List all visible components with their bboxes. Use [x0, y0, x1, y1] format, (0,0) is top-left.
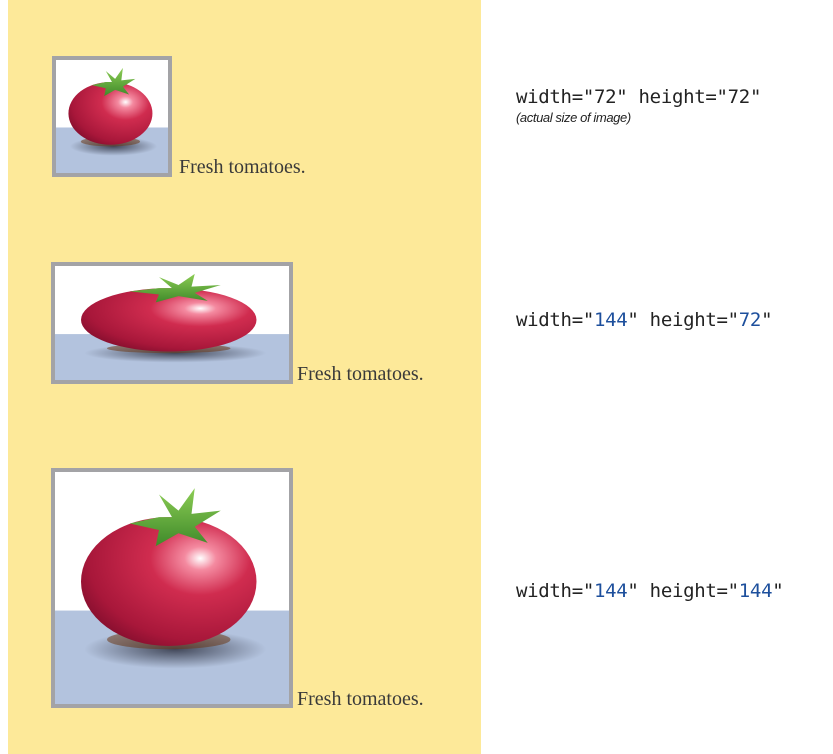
- attr-text: " height=": [627, 580, 739, 602]
- image-size-panel: Fresh tomatoes. Fresh tomatoes. Fresh to…: [8, 0, 481, 754]
- width-value: 144: [593, 309, 628, 331]
- width-value: 144: [593, 580, 628, 602]
- actual-size-note: (actual size of image): [516, 110, 631, 125]
- size-attributes-144x72: width="144" height="72": [516, 309, 773, 331]
- tomato-graphic: [55, 266, 289, 380]
- height-value: 72: [738, 309, 762, 331]
- attr-text: " height=": [616, 86, 728, 108]
- attr-text: " height=": [627, 309, 739, 331]
- height-value: 144: [738, 580, 773, 602]
- attr-text: width=": [516, 86, 594, 108]
- size-attributes-144x144: width="144" height="144": [516, 580, 784, 602]
- size-attributes-72x72: width="72" height="72": [516, 86, 761, 108]
- attr-text: width=": [516, 309, 594, 331]
- image-caption: Fresh tomatoes.: [297, 363, 424, 385]
- attr-text: ": [772, 580, 784, 602]
- tomato-image-144x144: [51, 468, 293, 708]
- height-value: 72: [727, 86, 751, 108]
- attr-text: width=": [516, 580, 594, 602]
- tomato-image-72x72: [52, 56, 172, 177]
- tomato-graphic: [55, 472, 289, 704]
- attr-text: ": [749, 86, 762, 108]
- image-caption: Fresh tomatoes.: [297, 688, 424, 710]
- width-value: 72: [593, 86, 617, 108]
- attr-text: ": [761, 309, 773, 331]
- tomato-image-144x72: [51, 262, 293, 384]
- tomato-graphic: [56, 60, 168, 173]
- image-caption: Fresh tomatoes.: [179, 156, 306, 178]
